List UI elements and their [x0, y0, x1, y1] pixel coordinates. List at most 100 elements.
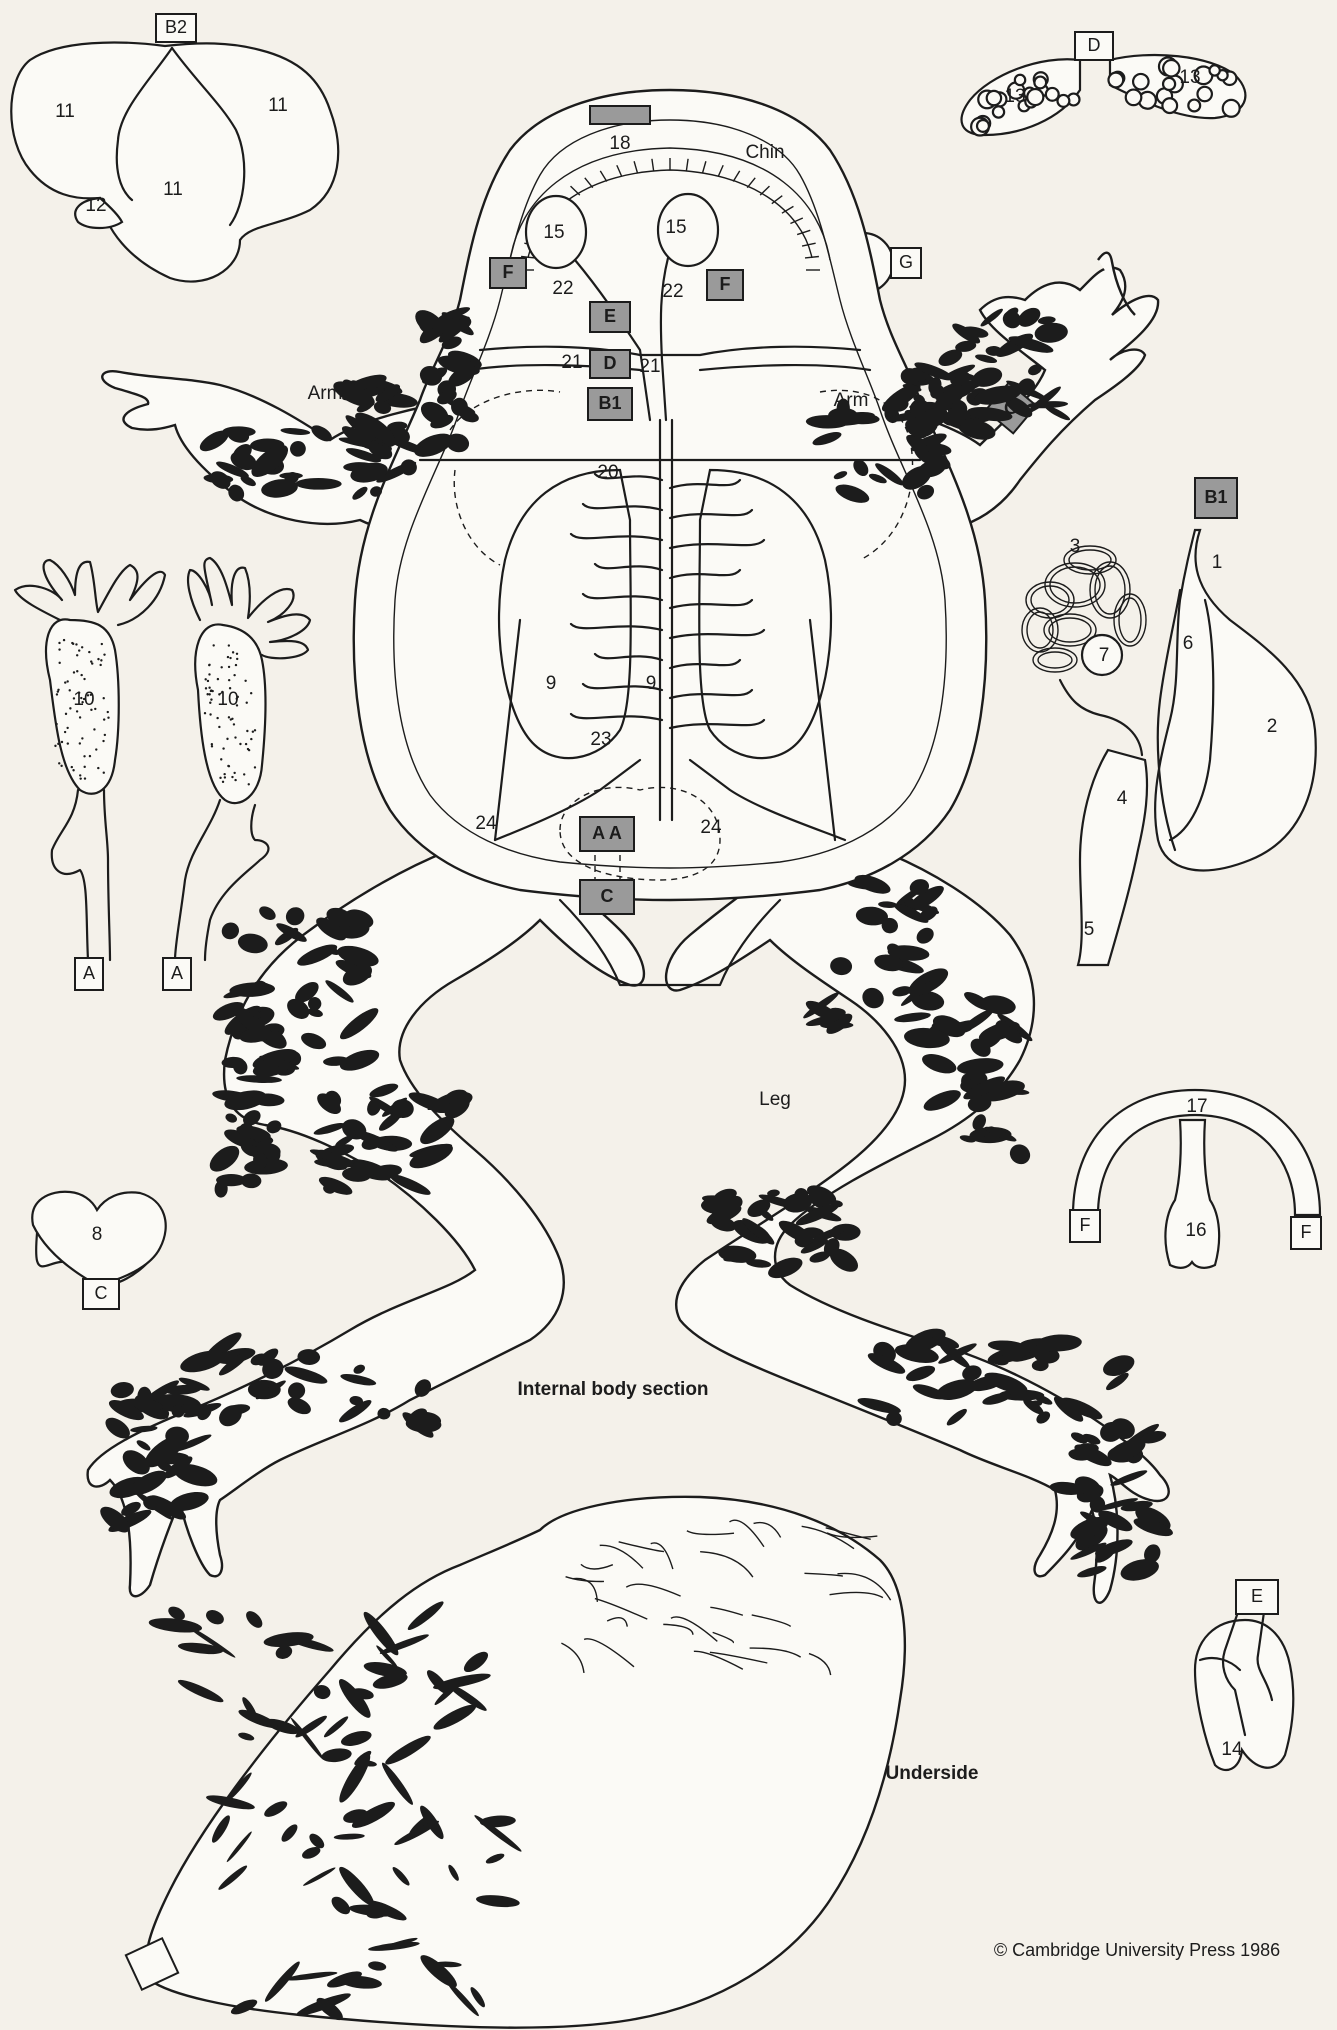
organ-10-stipple — [246, 701, 248, 703]
part-3: 3 — [1070, 536, 1081, 557]
organ-10-stipple — [239, 743, 241, 745]
stomach — [1155, 530, 1316, 870]
part-23: 23 — [590, 729, 611, 750]
part-2: 2 — [1267, 716, 1278, 737]
organ-10-stipple — [228, 716, 230, 718]
skin-blotch — [451, 398, 468, 416]
organ-10-stipple — [103, 718, 105, 720]
organ-10-stipple — [104, 734, 106, 736]
intestine-link — [1060, 680, 1142, 755]
organ-10-stipple — [228, 644, 230, 646]
tab-f-arch-left-label: F — [1080, 1215, 1091, 1235]
underside-piece: Underside — [126, 1497, 979, 2028]
organ-10-stipple — [216, 717, 218, 719]
skin-blotch — [224, 1112, 238, 1125]
intestine-loop — [1090, 562, 1130, 618]
part-21-left: 21 — [561, 352, 582, 373]
organ-10-stipple — [69, 707, 71, 709]
organ-10-stipple — [103, 772, 105, 774]
organ-10-stipple — [236, 653, 238, 655]
organ-10-stipple — [208, 687, 210, 689]
part-22-left: 22 — [552, 278, 573, 299]
skin-blotch — [236, 931, 269, 955]
organ-10-stipple — [81, 646, 83, 648]
organ-10-stipple — [220, 758, 222, 760]
organ-13-cell — [1162, 98, 1177, 113]
organ-10-stipple — [91, 662, 93, 664]
organ-10-stipple — [83, 766, 85, 768]
organ-10-stipple — [233, 723, 235, 725]
organ-10-stipple — [100, 659, 102, 661]
organ-10-stipple — [58, 662, 60, 664]
organ-10-stipple — [79, 742, 81, 744]
organ-13-cell — [1126, 90, 1142, 106]
organ-13-cell — [1057, 95, 1069, 107]
part-11-left: 11 — [55, 101, 75, 122]
organ-10-stipple — [250, 738, 252, 740]
organ-10-stipple — [224, 776, 226, 778]
tab-c-heart-label: C — [95, 1283, 108, 1303]
organ-13-piece: D 13 13 — [962, 32, 1246, 136]
organ-10-stipple — [103, 653, 105, 655]
tab-chin-grey — [590, 106, 650, 124]
organ-10-stipple — [76, 710, 78, 712]
organ-13-cell — [1027, 89, 1043, 105]
part-11-right: 11 — [268, 95, 288, 116]
organ-13-cell — [977, 120, 989, 132]
organ-10-stipple — [56, 693, 58, 695]
organ-10-stipple — [228, 679, 230, 681]
organ-10-stipple — [232, 651, 234, 653]
intestine-loop-inner — [1038, 652, 1072, 668]
organ-10-stipple — [67, 742, 69, 744]
organ-10-stipple — [65, 713, 67, 715]
part-14: 14 — [1221, 1739, 1243, 1760]
organ-10-stipple — [107, 711, 109, 713]
part-22-right: 22 — [662, 281, 683, 302]
intestine-loop-inner — [1049, 618, 1091, 642]
organ-13-cell — [1197, 87, 1211, 101]
tab-f-left-label: F — [503, 262, 514, 282]
part-21-right: 21 — [639, 356, 660, 377]
organ-10-stipple — [204, 678, 206, 680]
organ-10-stipple — [234, 779, 236, 781]
organ-10-stipple — [97, 658, 99, 660]
organ-10-stipple — [218, 726, 220, 728]
part-7: 7 — [1099, 645, 1110, 666]
organ-10-stipple — [64, 731, 66, 733]
underside-blotch — [237, 1706, 280, 1731]
organ-10-stipple — [57, 743, 59, 745]
part-17: 17 — [1186, 1096, 1207, 1117]
tab-b2-label: B2 — [165, 17, 187, 37]
organ-10-stipple — [212, 644, 214, 646]
organ-10-stipple — [210, 698, 212, 700]
organ-10-stipple — [244, 680, 246, 682]
intestine-loop-inner — [1031, 586, 1069, 614]
organ-10-stipple — [204, 712, 206, 714]
organ-10-stipple — [226, 738, 228, 740]
part-10-left: 10 — [73, 689, 94, 710]
tab-f-arch-right-label: F — [1301, 1222, 1312, 1242]
skin-blotch — [109, 1380, 135, 1400]
organ-10-stipple — [101, 643, 103, 645]
organ-10-stipple — [208, 673, 210, 675]
organ-13-cell — [993, 106, 1004, 117]
organ-10-stipple — [208, 664, 210, 666]
organ-13-cell — [1133, 74, 1148, 89]
organ-10-stipple — [107, 716, 109, 718]
tab-b1-stomach-label: B1 — [1204, 487, 1227, 507]
organ-10-stipple — [93, 728, 95, 730]
organ-10-stipple — [228, 765, 230, 767]
organ-10-stipple — [245, 743, 247, 745]
organ-10-stipple — [63, 639, 65, 641]
organ-10-stipple — [55, 723, 57, 725]
part-6: 6 — [1183, 633, 1194, 654]
skin-blotch — [205, 1141, 244, 1177]
organ-13-cell — [1108, 73, 1123, 88]
organ-10-stipple — [60, 765, 62, 767]
organ-10-stipple — [83, 678, 85, 680]
organ-10-stipple — [103, 697, 105, 699]
organ-10-stipple — [254, 729, 256, 731]
part-12: 12 — [85, 195, 106, 216]
organ-10-stipple — [75, 643, 77, 645]
